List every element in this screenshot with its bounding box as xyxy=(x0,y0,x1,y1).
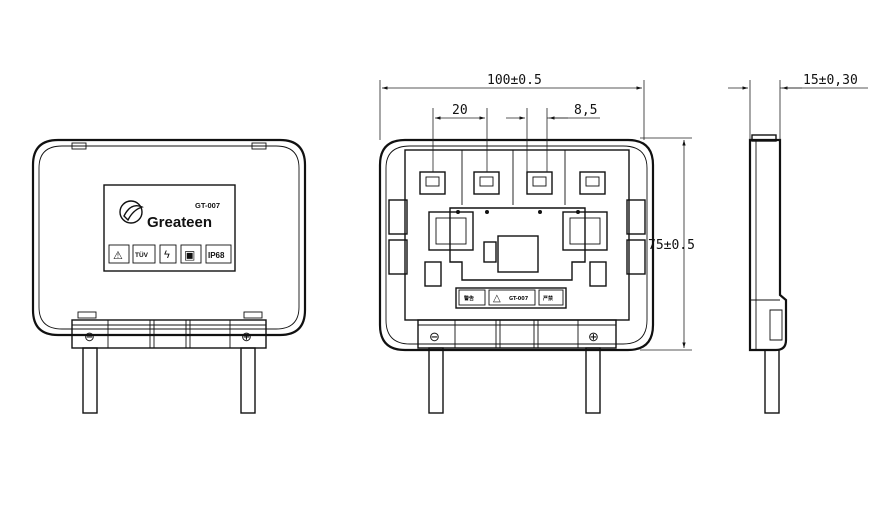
warning-icon: ⚠ xyxy=(113,250,123,262)
certification-badges: ⚠ TÜV ϟ ▣ IP68 xyxy=(108,244,232,264)
model-label: GT-007 xyxy=(195,201,220,210)
warning-label-right: 严禁 xyxy=(542,295,553,302)
internal-view: 警告 △ GT-007 严禁 ⊖ ⊕ 100±0.5 20 xyxy=(378,73,695,414)
internal-plus-terminal-icon: ⊕ xyxy=(588,329,599,344)
dimension-gap: 8,5 xyxy=(506,103,600,172)
dimension-pitch-label: 20 xyxy=(452,103,468,118)
minus-terminal-icon: ⊖ xyxy=(84,329,95,344)
warning-triangle-icon: △ xyxy=(493,293,501,304)
dimension-thickness-label: 15±0,30 xyxy=(803,73,858,88)
double-insulation-icon: ▣ xyxy=(184,248,195,262)
tuv-badge: TÜV xyxy=(135,250,149,259)
dimension-height: 75±0.5 xyxy=(640,137,695,351)
warning-label-left: 警告 xyxy=(463,295,474,302)
internal-minus-terminal-icon: ⊖ xyxy=(429,329,440,344)
diode-slots xyxy=(419,171,606,195)
brand-name: Greateen xyxy=(147,214,212,231)
warning-label-middle: GT-007 xyxy=(509,296,529,302)
dimension-thickness: 15±0,30 xyxy=(728,73,868,140)
lightning-icon: ϟ xyxy=(164,249,170,261)
brand-logo xyxy=(119,200,144,224)
dimension-width: 100±0.5 xyxy=(379,73,645,140)
front-view: Greateen GT-007 ⚠ TÜV ϟ ▣ IP68 ⊖ ⊕ xyxy=(31,138,307,414)
dimension-height-label: 75±0.5 xyxy=(648,238,695,253)
plus-terminal-icon: ⊕ xyxy=(241,329,252,344)
dimension-gap-label: 8,5 xyxy=(574,103,597,118)
output-cables xyxy=(82,347,256,414)
dimension-width-label: 100±0.5 xyxy=(487,73,542,88)
ip68-badge: IP68 xyxy=(208,251,225,260)
side-view: 15±0,30 xyxy=(728,73,868,414)
dimension-pitch: 20 xyxy=(432,103,488,172)
